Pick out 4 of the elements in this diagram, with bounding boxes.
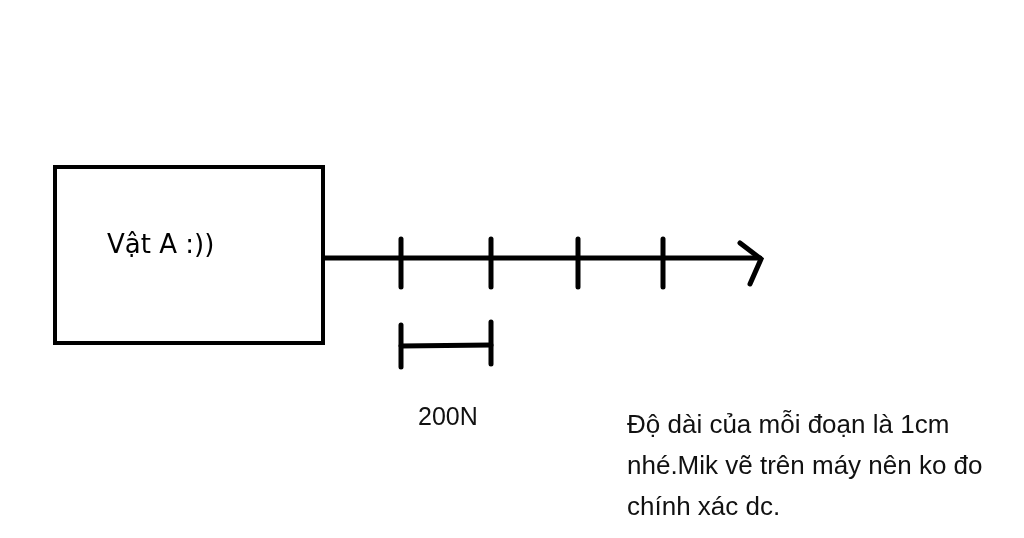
scale-label: 200N bbox=[418, 401, 478, 432]
object-label: Vật A :)) bbox=[107, 229, 215, 259]
object-box bbox=[53, 165, 325, 345]
note-text: Độ dài của mỗi đoạn là 1cm nhé.Mik vẽ trên máy nên ko đo chính xác dc. bbox=[627, 408, 984, 523]
